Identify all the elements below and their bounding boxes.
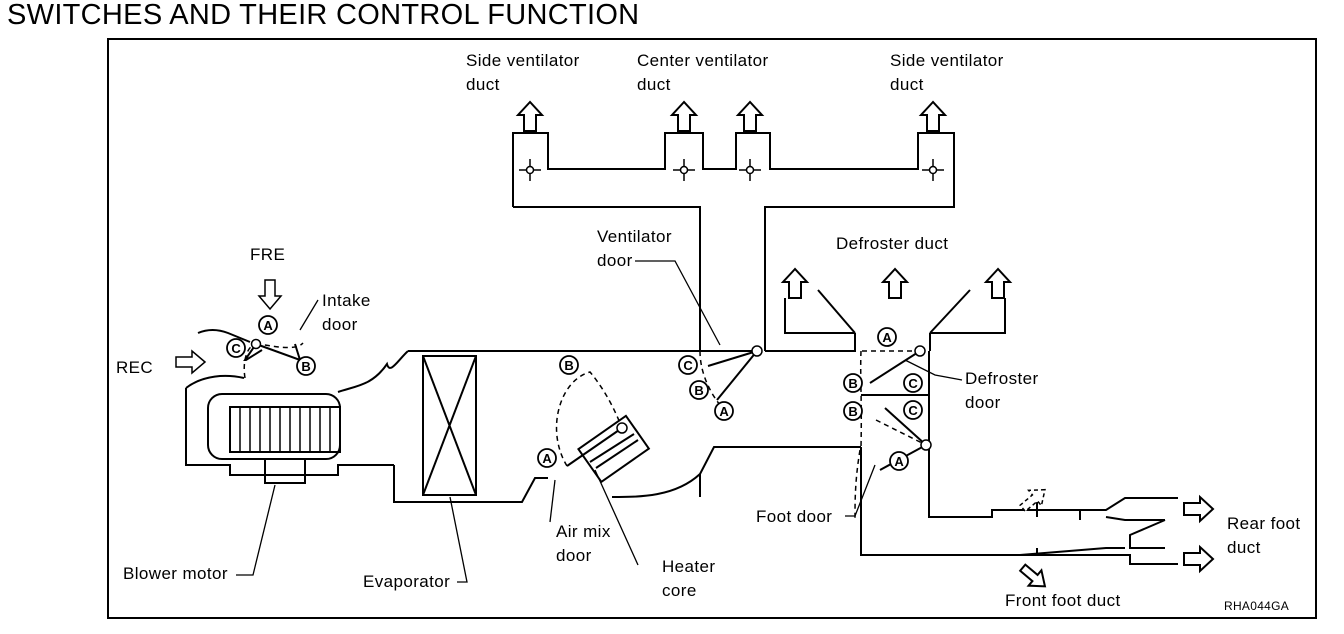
label-foot-door: Foot door <box>756 507 833 526</box>
page-title: SWITCHES AND THEIR CONTROL FUNCTION <box>7 0 640 31</box>
svg-text:B: B <box>694 383 703 398</box>
marker-c-foot: C <box>903 400 923 420</box>
marker-a-foot: A <box>889 451 909 471</box>
figure-code: RHA044GA <box>1224 599 1290 613</box>
marker-b-airmix: B <box>559 355 579 375</box>
marker-a-defrost: A <box>877 327 897 347</box>
svg-text:C: C <box>908 403 918 418</box>
marker-b-defrost: B <box>843 373 863 393</box>
marker-c-intake: C <box>226 338 246 358</box>
label-front-foot-duct: Front foot duct <box>1005 591 1121 610</box>
svg-text:B: B <box>564 358 573 373</box>
svg-text:B: B <box>848 404 857 419</box>
svg-text:A: A <box>719 404 729 419</box>
position-markers: A C B B A C B A A B C B C A <box>226 315 923 471</box>
svg-text:B: B <box>848 376 857 391</box>
marker-a-airmix: A <box>537 448 557 468</box>
label-defroster-duct: Defroster duct <box>836 234 949 253</box>
svg-text:C: C <box>683 358 693 373</box>
svg-text:A: A <box>894 454 904 469</box>
svg-text:A: A <box>263 318 273 333</box>
marker-b-foot: B <box>843 401 863 421</box>
svg-text:A: A <box>882 330 892 345</box>
label-evaporator: Evaporator <box>363 572 451 591</box>
svg-text:B: B <box>301 359 310 374</box>
marker-c-vent: C <box>678 355 698 375</box>
label-blower-motor: Blower motor <box>123 564 228 583</box>
marker-a-vent: A <box>714 401 734 421</box>
label-fre: FRE <box>250 245 286 264</box>
marker-c-defrost: C <box>903 373 923 393</box>
diagram-frame <box>107 38 1317 619</box>
svg-text:A: A <box>542 451 552 466</box>
svg-text:C: C <box>231 341 241 356</box>
svg-text:C: C <box>908 376 918 391</box>
marker-a-intake: A <box>258 315 278 335</box>
marker-b-intake: B <box>296 356 316 376</box>
label-rec: REC <box>116 358 154 377</box>
marker-b-vent: B <box>689 380 709 400</box>
